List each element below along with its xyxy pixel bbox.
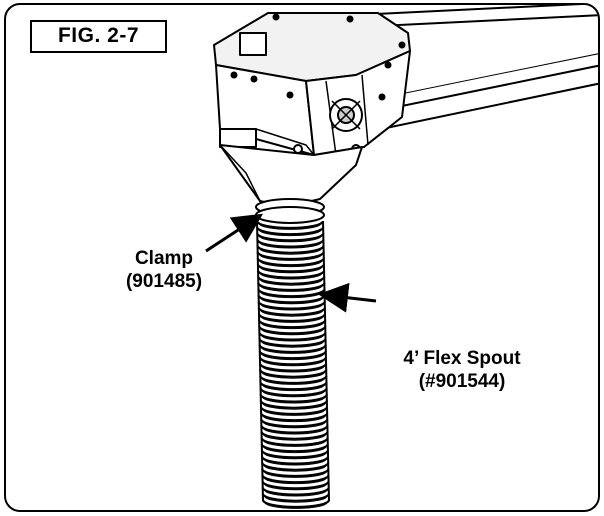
hose-wall	[322, 220, 330, 502]
hose-wall	[256, 220, 264, 502]
hose-rib	[260, 431, 329, 440]
hose-rib	[258, 344, 327, 354]
hose-rib-shadow	[263, 465, 327, 472]
hose-rib	[260, 425, 329, 434]
hose-rib	[259, 406, 329, 416]
hose-rib	[260, 437, 329, 447]
hose-rib-shadow	[264, 489, 328, 497]
spout-pointer-arrow	[318, 282, 377, 313]
hose-rib-shadow	[260, 334, 324, 342]
hose-rib	[259, 381, 328, 391]
hose-rib-shadow	[262, 390, 326, 398]
spout-assembly-illustration	[205, 5, 598, 509]
hose-rib	[256, 251, 325, 261]
hose-rib-shadow	[262, 427, 326, 435]
hose-rib	[258, 319, 327, 329]
hose-rib-shadow	[261, 384, 325, 392]
hose-rib-shadow	[263, 471, 327, 478]
hose-rib-shadow	[263, 446, 327, 454]
hose-rib-shadow	[264, 496, 328, 503]
flex-spout-hose	[255, 220, 331, 509]
hose-rib	[260, 450, 330, 459]
hose-rib-shadow	[261, 378, 325, 385]
hose-rib-shadow	[260, 322, 324, 330]
clamp-callout: Clamp (901485)	[104, 247, 224, 293]
hose-rib-shadow	[263, 452, 327, 460]
drive-head-housing	[213, 12, 411, 177]
hose-rib-shadow	[259, 248, 323, 255]
hose-rib	[261, 487, 330, 496]
hose-rib-shadow	[262, 403, 326, 410]
hose-rib	[257, 313, 327, 323]
hose-rib	[261, 499, 331, 509]
hose-rib-shadow	[258, 241, 322, 249]
hose-rib	[258, 363, 328, 372]
hose-rib	[256, 264, 326, 273]
hose-rib	[258, 332, 327, 341]
hose-rib	[259, 375, 328, 385]
hose-rib-shadow	[259, 254, 323, 261]
hose-rib-shadow	[261, 372, 325, 379]
hose-rib	[259, 394, 328, 403]
hose-rib	[258, 338, 327, 347]
hose-rib-shadow	[264, 483, 328, 491]
hose-rib-shadow	[261, 359, 325, 367]
hose-rib	[256, 257, 325, 267]
hose-rib-shadow	[261, 365, 325, 373]
hose-rib	[259, 388, 328, 397]
hose-rib-shadow	[263, 434, 327, 441]
hose-rib-shadow	[262, 421, 326, 429]
clamp-part-number: (901485)	[125, 271, 203, 292]
hose-rib-shadow	[263, 458, 327, 466]
hose-rib	[256, 270, 326, 279]
hose-rib-shadow	[262, 396, 326, 404]
hose-rib-shadow	[260, 328, 324, 336]
hose-rib	[258, 326, 327, 335]
clamp-ring	[255, 198, 325, 224]
hose-rib	[260, 443, 329, 453]
hose-rib	[260, 456, 330, 465]
spout-callout: 4’ Flex Spout (#901544)	[370, 347, 554, 393]
hose-rib-shadow	[259, 266, 323, 274]
hose-rib	[261, 481, 330, 490]
hose-rib	[260, 419, 329, 428]
hose-rib	[261, 493, 330, 502]
hose-rib	[256, 245, 325, 254]
hose-rib	[258, 357, 328, 366]
hose-rib-shadow	[261, 347, 325, 354]
hose-rib	[258, 350, 327, 360]
hose-rib-shadow	[261, 353, 325, 361]
hose-rib-shadow	[259, 260, 323, 268]
hose-rib-shadow	[263, 477, 327, 485]
hose-rib	[257, 276, 326, 285]
clamp-name: Clamp	[134, 248, 194, 269]
hose-rib-shadow	[262, 409, 326, 416]
hose-rib-shadow	[262, 415, 326, 423]
hose-rib	[260, 412, 329, 422]
spout-hood	[219, 144, 363, 208]
hose-rib-shadow	[263, 440, 327, 447]
hose-rib	[261, 468, 330, 478]
hose-rib-shadow	[260, 316, 324, 323]
hose-rib-shadow	[261, 341, 325, 348]
hose-rib-shadow	[264, 502, 328, 509]
hose-rib	[259, 400, 328, 409]
hose-rib-shadow	[260, 310, 324, 317]
hose-rib	[259, 369, 328, 378]
spout-name: 4’ Flex Spout	[403, 348, 521, 369]
hose-rib-shadow	[259, 272, 323, 280]
figure-frame: FIG. 2-7 Clamp (901485) 4’ Flex Spout (#…	[4, 3, 600, 512]
hose-rib	[261, 462, 330, 471]
hose-rib	[261, 474, 330, 484]
spout-part-number: (#901544)	[418, 371, 506, 392]
clamp-pointer-arrow	[205, 213, 264, 253]
hose-rib-shadow	[259, 279, 323, 286]
figure-label: FIG. 2-7	[30, 20, 167, 53]
